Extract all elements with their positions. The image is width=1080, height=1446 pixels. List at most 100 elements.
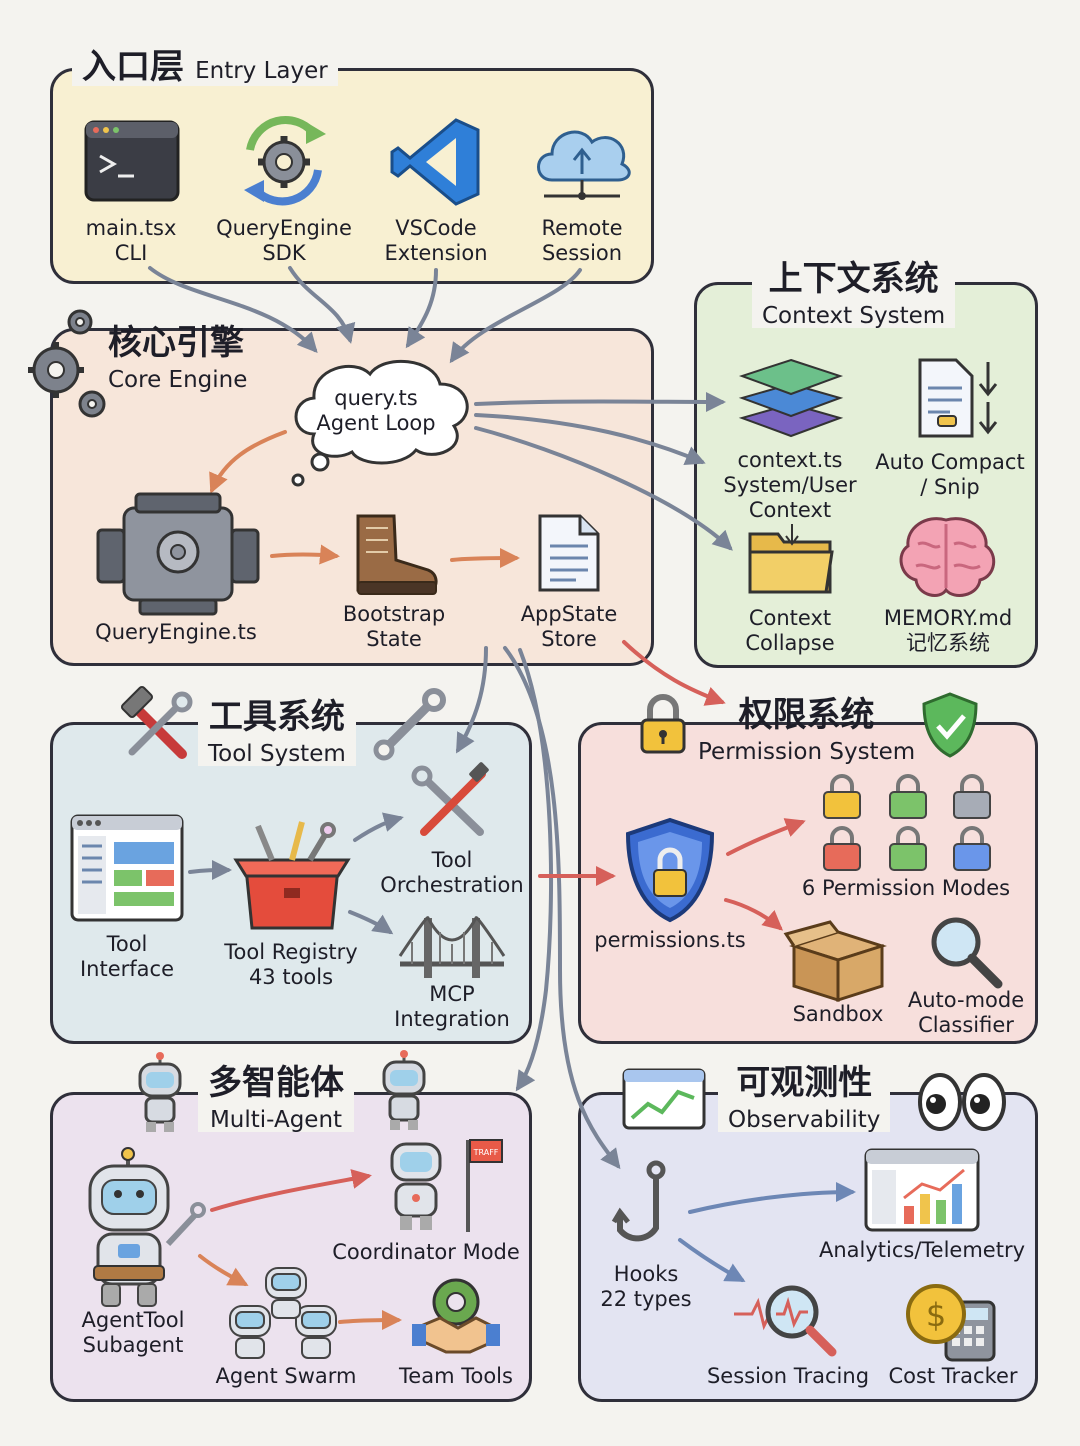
hooks-line1: Hooks [613, 1262, 679, 1286]
permission-modes-label: 6 Permission Modes [801, 876, 1011, 900]
robot-right-icon [382, 1050, 426, 1130]
collapse-line2: Collapse [745, 630, 835, 655]
context-ts-line2: System/User [723, 472, 857, 497]
chart-window-icon [622, 1068, 706, 1130]
gears-icon [28, 309, 106, 418]
context-ts-line1: context.ts [737, 448, 843, 472]
flag-text: TRAFF [473, 1148, 499, 1157]
entry-item-cli: main.tsx CLI [86, 216, 177, 266]
hammer-wrench-icon [120, 685, 193, 759]
agent-loop-label: query.ts Agent Loop [316, 386, 435, 436]
permission-title-zh: 权限系统 [738, 695, 875, 735]
subagent-robot-icon [88, 1147, 206, 1307]
agent-swarm-icon [229, 1267, 337, 1359]
permission-locks-icon [823, 774, 991, 871]
svg-text:$: $ [926, 1296, 946, 1334]
sandbox-label: Sandbox [792, 1002, 884, 1026]
appstate-line1: AppState [520, 602, 618, 626]
tool-registry-line2: 43 tools [248, 964, 334, 989]
orchestration-tools-icon [411, 762, 489, 836]
team-tools-label: Team Tools [399, 1364, 513, 1388]
memory-line1: MEMORY.md [883, 606, 1013, 630]
mcp-line1: MCP [429, 982, 475, 1006]
query-engine-label: QueryEngine.ts [95, 620, 257, 644]
appstate-line2: Store [541, 626, 597, 651]
permissions-file-label: permissions.ts [594, 928, 746, 952]
layers-icon [738, 358, 844, 438]
hooks-line2: 22 types [600, 1286, 692, 1311]
agent-loop-line1: query.ts [334, 386, 418, 410]
context-title-en: Context System [762, 302, 946, 329]
entry-item-remote: Remote Session [541, 216, 622, 266]
interface-window-icon [70, 814, 184, 922]
tool-orchestration-line2: Orchestration [380, 872, 524, 897]
toolbox-icon [233, 821, 351, 930]
memory-line2: 记忆系统 [905, 630, 990, 655]
gear-cycle-icon [244, 116, 326, 206]
entry-item-remote-line1: Remote [541, 216, 623, 240]
context-title: 上下文系统 Context System [752, 259, 956, 329]
entry-title-en: Entry Layer [195, 58, 328, 84]
context-system-panel [694, 282, 1038, 668]
obs-title-zh: 可观测性 [736, 1063, 873, 1103]
permission-title: 权限系统 Permission System [688, 695, 925, 765]
collapse-label: Context Collapse [745, 606, 834, 656]
coordinator-label: Coordinator Mode [332, 1240, 520, 1264]
tool-interface-line1: Tool [106, 932, 148, 956]
terminal-icon [84, 120, 180, 202]
padlock-icon [640, 694, 686, 754]
sandbox-box-icon [783, 920, 887, 1003]
entry-item-sdk-line1: QueryEngine [216, 216, 352, 240]
core-title-zh: 核心引擎 [108, 323, 244, 363]
collapse-line1: Context [748, 606, 832, 630]
entry-item-sdk: QueryEngine SDK [216, 216, 352, 266]
tool-registry-label: Tool Registry 43 tools [224, 940, 357, 990]
subagent-label: AgentTool Subagent [82, 1308, 185, 1358]
tool-orchestration-line1: Tool [431, 848, 473, 872]
entry-item-cli-line1: main.tsx [85, 216, 177, 240]
tool-interface-line2: Interface [79, 956, 175, 981]
core-title-en: Core Engine [108, 366, 248, 393]
engine-icon [96, 492, 260, 616]
context-ts-label: context.ts System/User Context [723, 448, 856, 522]
coordinator-robot-icon: TRAFF [390, 1139, 503, 1232]
tool-orchestration-label: Tool Orchestration [380, 848, 523, 898]
obs-title-en: Observability [728, 1106, 881, 1133]
mcp-line2: Integration [394, 1006, 510, 1031]
tool-interface-label: Tool Interface [80, 932, 174, 982]
entry-item-vscode: VSCode Extension [384, 216, 487, 266]
memory-label: MEMORY.md 记忆系统 [884, 606, 1012, 656]
context-ts-line3: Context [748, 497, 832, 522]
auto-compact-line1: Auto Compact [875, 450, 1025, 474]
entry-title: 入口层 Entry Layer [72, 49, 338, 86]
session-tracing-label: Session Tracing [706, 1364, 870, 1388]
multi-title-en: Multi-Agent [209, 1106, 343, 1133]
bootstrap-line1: Bootstrap [342, 602, 446, 626]
tools-title-en: Tool System [208, 740, 346, 767]
eyes-icon [918, 1073, 1006, 1131]
shield-lock-icon [625, 817, 715, 923]
magnifier-icon [931, 917, 1003, 989]
entry-item-vscode-line1: VSCode [395, 216, 477, 240]
analytics-dashboard-icon [864, 1148, 980, 1232]
cloud-icon [537, 130, 631, 200]
document-icon [538, 514, 600, 592]
classifier-line2: Classifier [918, 1012, 1014, 1037]
agent-swarm-label: Agent Swarm [215, 1364, 357, 1388]
permission-title-en: Permission System [698, 738, 916, 765]
team-handshake-icon [412, 1278, 500, 1354]
auto-compact-line2: / Snip [920, 474, 980, 499]
bridge-icon [398, 916, 506, 978]
coin-calculator-icon: $ [906, 1284, 996, 1362]
subagent-line1: AgentTool [81, 1308, 185, 1332]
tools-title-zh: 工具系统 [208, 697, 345, 737]
subagent-line2: Subagent [82, 1332, 184, 1357]
boot-icon [356, 514, 438, 595]
hook-icon [611, 1160, 666, 1242]
tracing-magnifier-icon [734, 1285, 837, 1357]
analytics-label: Analytics/Telemetry [818, 1238, 1026, 1262]
context-title-zh: 上下文系统 [768, 259, 939, 299]
entry-item-cli-line2: CLI [114, 240, 148, 265]
core-title: 核心引擎 Core Engine [98, 323, 257, 393]
hooks-label: Hooks 22 types [600, 1262, 691, 1312]
